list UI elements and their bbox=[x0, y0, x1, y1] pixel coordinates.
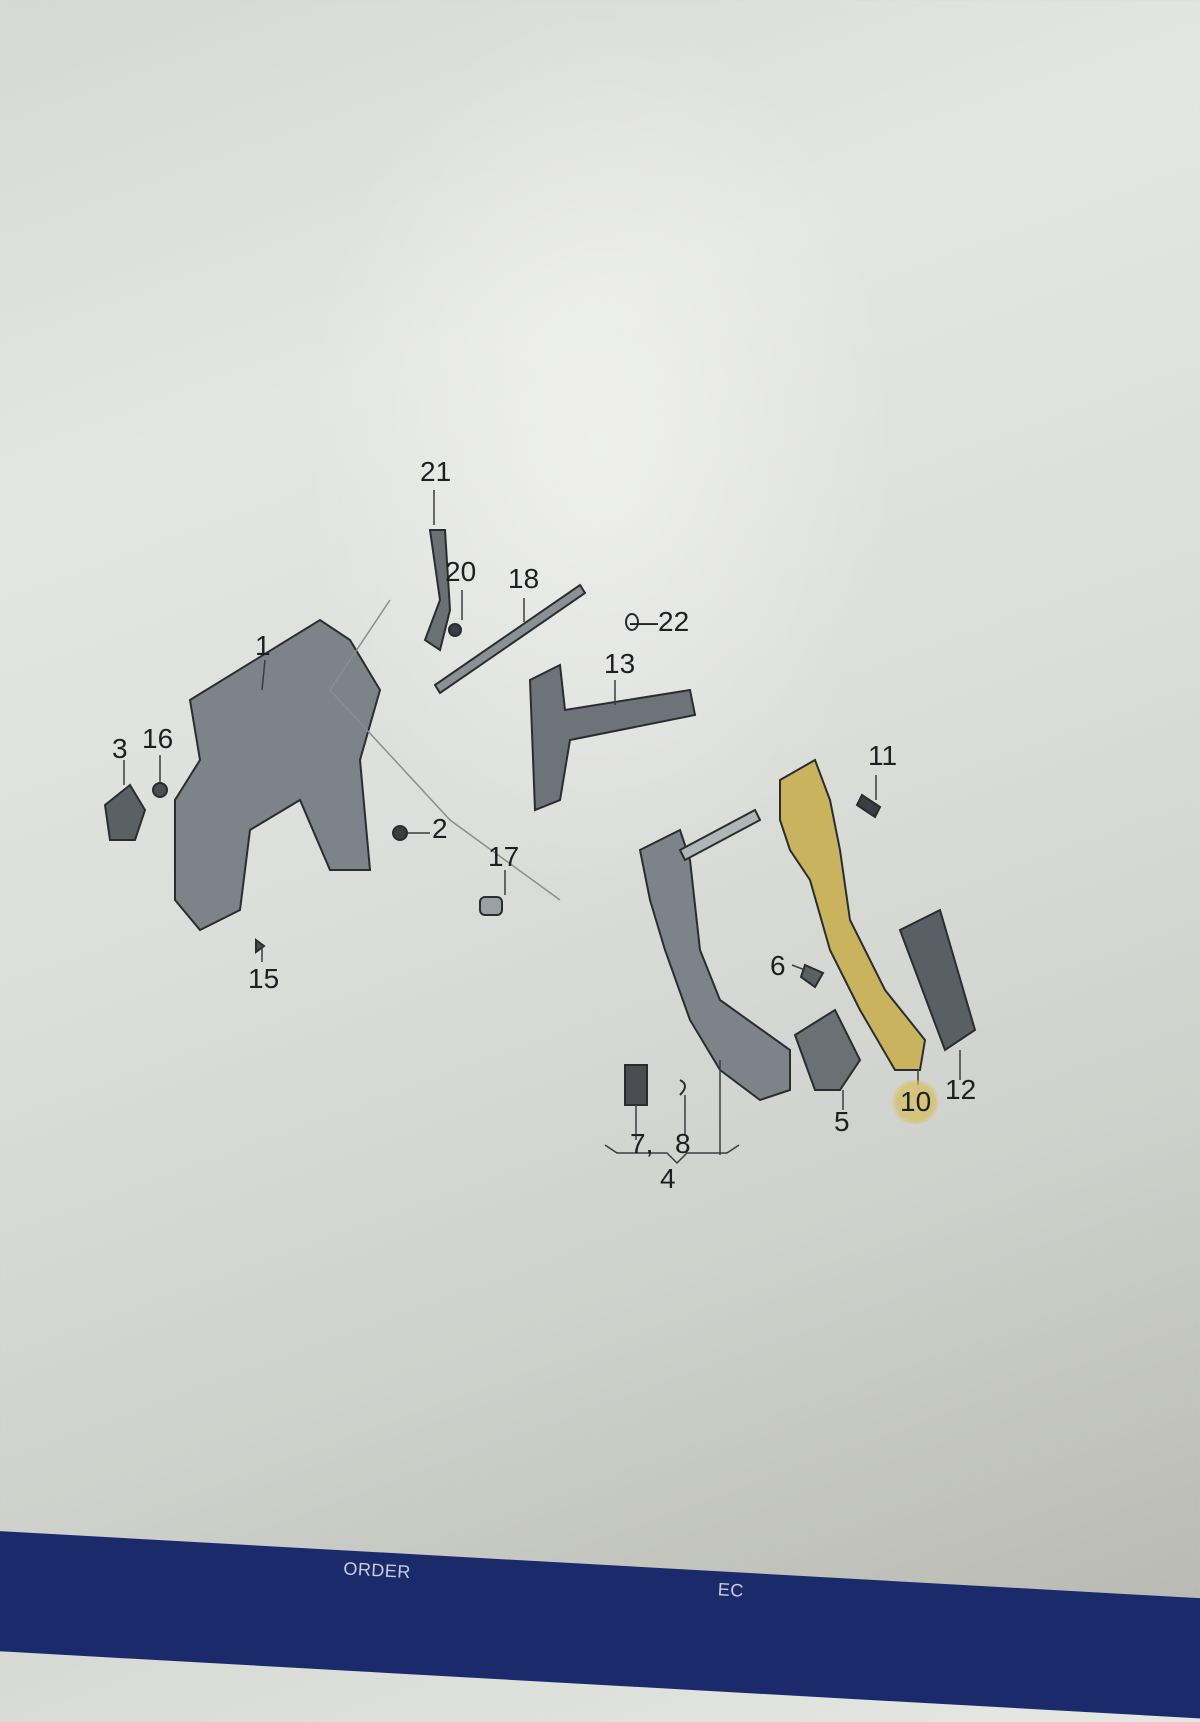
part-17-bushing bbox=[479, 896, 503, 916]
callout-17: 17 bbox=[488, 841, 520, 872]
part-15-bolt bbox=[255, 938, 266, 954]
callout-22: —22 bbox=[630, 606, 690, 637]
parts-diagram bbox=[103, 490, 977, 1165]
callout-22-number: 22 bbox=[658, 606, 690, 637]
callout-1: 1 bbox=[255, 630, 271, 661]
part-22-clip bbox=[625, 613, 639, 631]
part-5-pedal-pad bbox=[793, 1008, 862, 1091]
ec-button[interactable]: EC bbox=[717, 1579, 745, 1601]
callout-11: 11 bbox=[868, 740, 898, 771]
callout-8: 8 bbox=[675, 1128, 691, 1159]
callout-20: 20 bbox=[445, 556, 477, 587]
part-2-nut bbox=[392, 825, 408, 841]
part-10-accelerator-pedal bbox=[779, 758, 927, 1071]
part-7-switch bbox=[624, 1064, 648, 1106]
callout-5: 5 bbox=[834, 1106, 850, 1137]
part-16-nut bbox=[152, 782, 168, 798]
screen-glare bbox=[300, 0, 900, 900]
part-12-pedal-pad bbox=[898, 908, 977, 1052]
part-18-pin bbox=[433, 583, 587, 695]
bottom-toolbar: ORDER EC bbox=[0, 1530, 1200, 1722]
callout-12: 12 bbox=[945, 1074, 977, 1105]
callout-18: 18 bbox=[508, 563, 540, 594]
part-11-bolt bbox=[855, 793, 882, 819]
part-20-bolt bbox=[448, 623, 462, 637]
callout-7: 7, bbox=[630, 1128, 654, 1159]
callout-16: 16 bbox=[142, 723, 174, 754]
part-21-link bbox=[423, 529, 452, 652]
callout-10: 10 bbox=[890, 1080, 942, 1124]
part-3-grommet bbox=[103, 783, 147, 841]
order-button[interactable]: ORDER bbox=[342, 1558, 412, 1583]
callout-4: 4 bbox=[660, 1163, 676, 1194]
part-1-pedal-bracket bbox=[174, 618, 382, 932]
part-8-clip bbox=[679, 1079, 686, 1096]
callout-15: 15 bbox=[248, 963, 280, 994]
callout-3: 3 bbox=[112, 733, 128, 764]
part-6-bolt bbox=[799, 963, 825, 989]
callout-6: 6 bbox=[770, 950, 786, 981]
callout-2: 2 bbox=[432, 813, 448, 844]
part-13-pedal-lever bbox=[528, 663, 697, 812]
part-4-clutch-pedal bbox=[638, 828, 791, 1102]
part-4-shaft bbox=[678, 808, 762, 862]
callout-21: 21 bbox=[420, 456, 452, 487]
leader-lines bbox=[123, 490, 961, 1165]
callout-13: 13 bbox=[604, 648, 636, 679]
